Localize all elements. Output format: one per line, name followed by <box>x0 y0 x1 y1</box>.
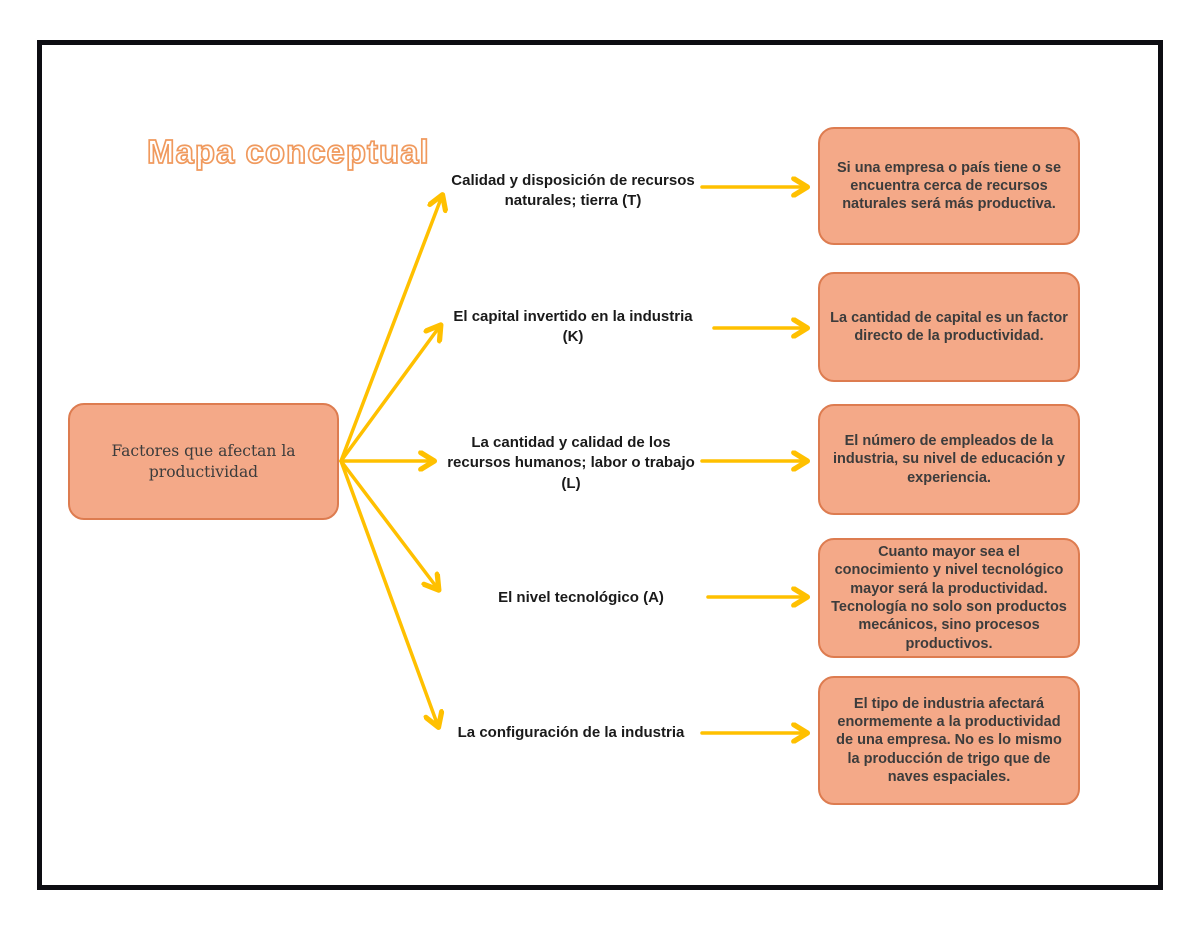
root-node-factores: Factores que afectan la productividad <box>68 403 339 520</box>
factor-label-capital: El capital invertido en la industria (K) <box>453 308 693 346</box>
root-node-label: Factores que afectan la productividad <box>111 441 296 481</box>
description-node-recursos-naturales: Si una empresa o país tiene o se encuent… <box>818 127 1080 245</box>
description-node-nivel-tecnologico: Cuanto mayor sea el conocimiento y nivel… <box>818 538 1080 658</box>
description-node-configuracion-industria: El tipo de industria afectará enormement… <box>818 676 1080 805</box>
description-text: Cuanto mayor sea el conocimiento y nivel… <box>831 544 1067 652</box>
description-text: La cantidad de capital es un factor dire… <box>830 309 1068 344</box>
description-text: El tipo de industria afectará enormement… <box>836 695 1062 785</box>
description-node-recursos-humanos: El número de empleados de la industria, … <box>818 404 1080 515</box>
factor-label-configuracion-industria: La configuración de la industria <box>457 724 685 741</box>
factor-label-recursos-humanos: La cantidad y calidad de los recursos hu… <box>447 434 695 492</box>
description-text: El número de empleados de la industria, … <box>832 433 1066 486</box>
description-node-capital: La cantidad de capital es un factor dire… <box>818 272 1080 382</box>
factor-label-recursos-naturales: Calidad y disposición de recursos natura… <box>451 172 695 210</box>
description-text: Si una empresa o país tiene o se encuent… <box>836 159 1062 213</box>
page-title: Mapa conceptual <box>146 132 430 171</box>
factor-label-nivel-tecnologico: El nivel tecnológico (A) <box>498 589 664 606</box>
